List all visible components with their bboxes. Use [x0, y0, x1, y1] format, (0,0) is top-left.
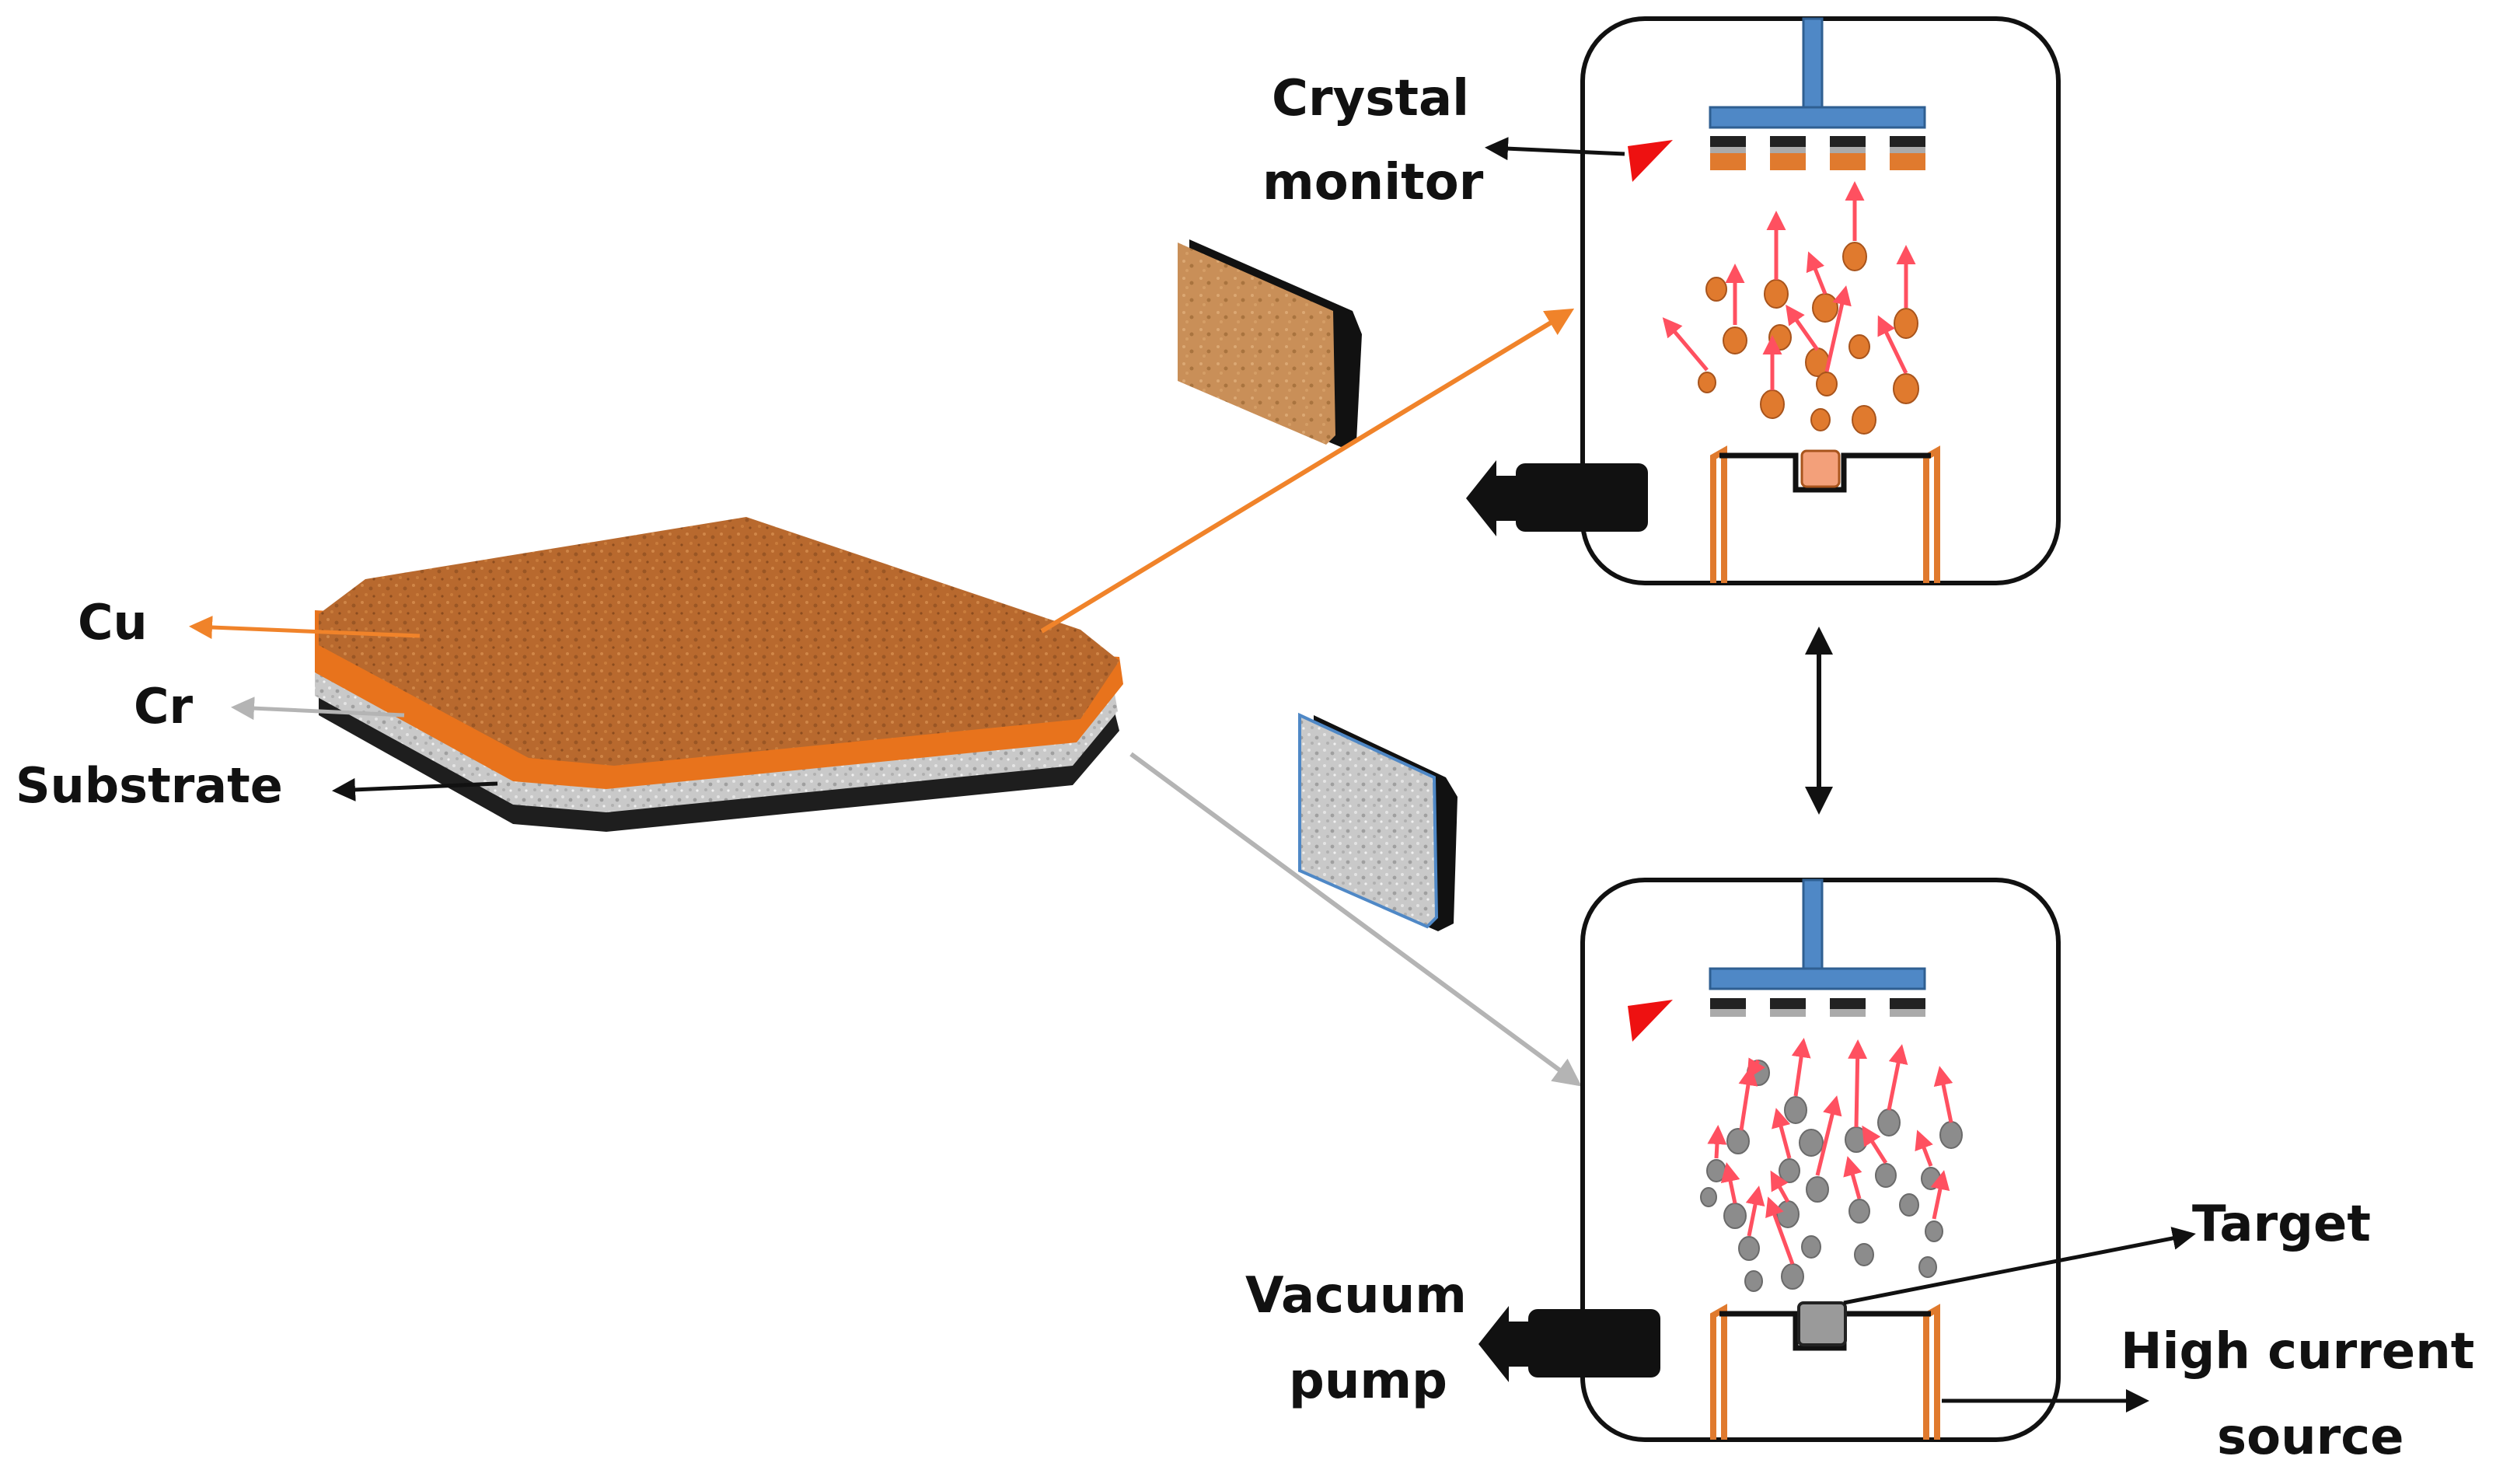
vapor-arrows: [1707, 1038, 1953, 1265]
top-chamber: [1466, 16, 2061, 585]
vacuum-pump-bottom: [1528, 1309, 1660, 1378]
copper-sample: [1178, 239, 1362, 447]
chromium-target: [1797, 1301, 1847, 1346]
vacuum-pump-top-arrow: [1466, 460, 1516, 536]
crystal-monitor-arrow: [1485, 137, 1625, 161]
copper-deposition-line: [1040, 308, 1575, 634]
holder-rod: [1802, 878, 1824, 973]
bottom-chamber: [1478, 878, 2196, 1442]
substrate-arrow: [332, 777, 498, 801]
vacuum-pump-bottom-arrow: [1478, 1306, 1528, 1382]
deposited-samples: [1710, 998, 1925, 1017]
source-boat: [1719, 452, 1931, 493]
high-current-label-line1: High current: [2121, 1323, 2474, 1381]
source-boat: [1719, 1311, 1931, 1351]
cu-label: Cu: [78, 594, 148, 651]
vacuum-pump-label-line1: Vacuum: [1245, 1267, 1467, 1325]
source-electrodes: [1710, 445, 1940, 583]
holder-plate: [1709, 967, 1926, 990]
chromium-deposition-line: [1129, 752, 1582, 1087]
deposited-samples: [1710, 136, 1925, 170]
crystal-monitor-label-line1: Crystal: [1272, 70, 1469, 127]
cr-arrow: [231, 697, 405, 721]
copper-particles: [1698, 242, 1919, 435]
layer-stack: [315, 517, 1123, 832]
copper-layer: [319, 517, 1119, 766]
vacuum-pump-top: [1516, 463, 1648, 532]
high-current-label-line2: source: [2217, 1409, 2404, 1466]
holder-rod: [1802, 17, 1824, 112]
cr-label: Cr: [134, 678, 194, 735]
vapor-arrows: [1662, 181, 1916, 390]
holder-plate: [1709, 106, 1926, 129]
crystal-monitor-sensor: [1628, 140, 1673, 182]
copper-target: [1800, 449, 1841, 488]
crystal-monitor-sensor: [1628, 1000, 1673, 1042]
target-arrow: [1843, 1227, 2196, 1305]
cu-arrow: [189, 616, 421, 640]
chromium-sample: [1298, 712, 1457, 931]
crystal-monitor-label-line2: monitor: [1262, 154, 1484, 211]
substrate-label: Substrate: [16, 757, 283, 814]
vacuum-pump-label-line2: pump: [1289, 1353, 1447, 1410]
target-label: Target: [2192, 1196, 2371, 1253]
source-electrodes: [1710, 1304, 1940, 1440]
